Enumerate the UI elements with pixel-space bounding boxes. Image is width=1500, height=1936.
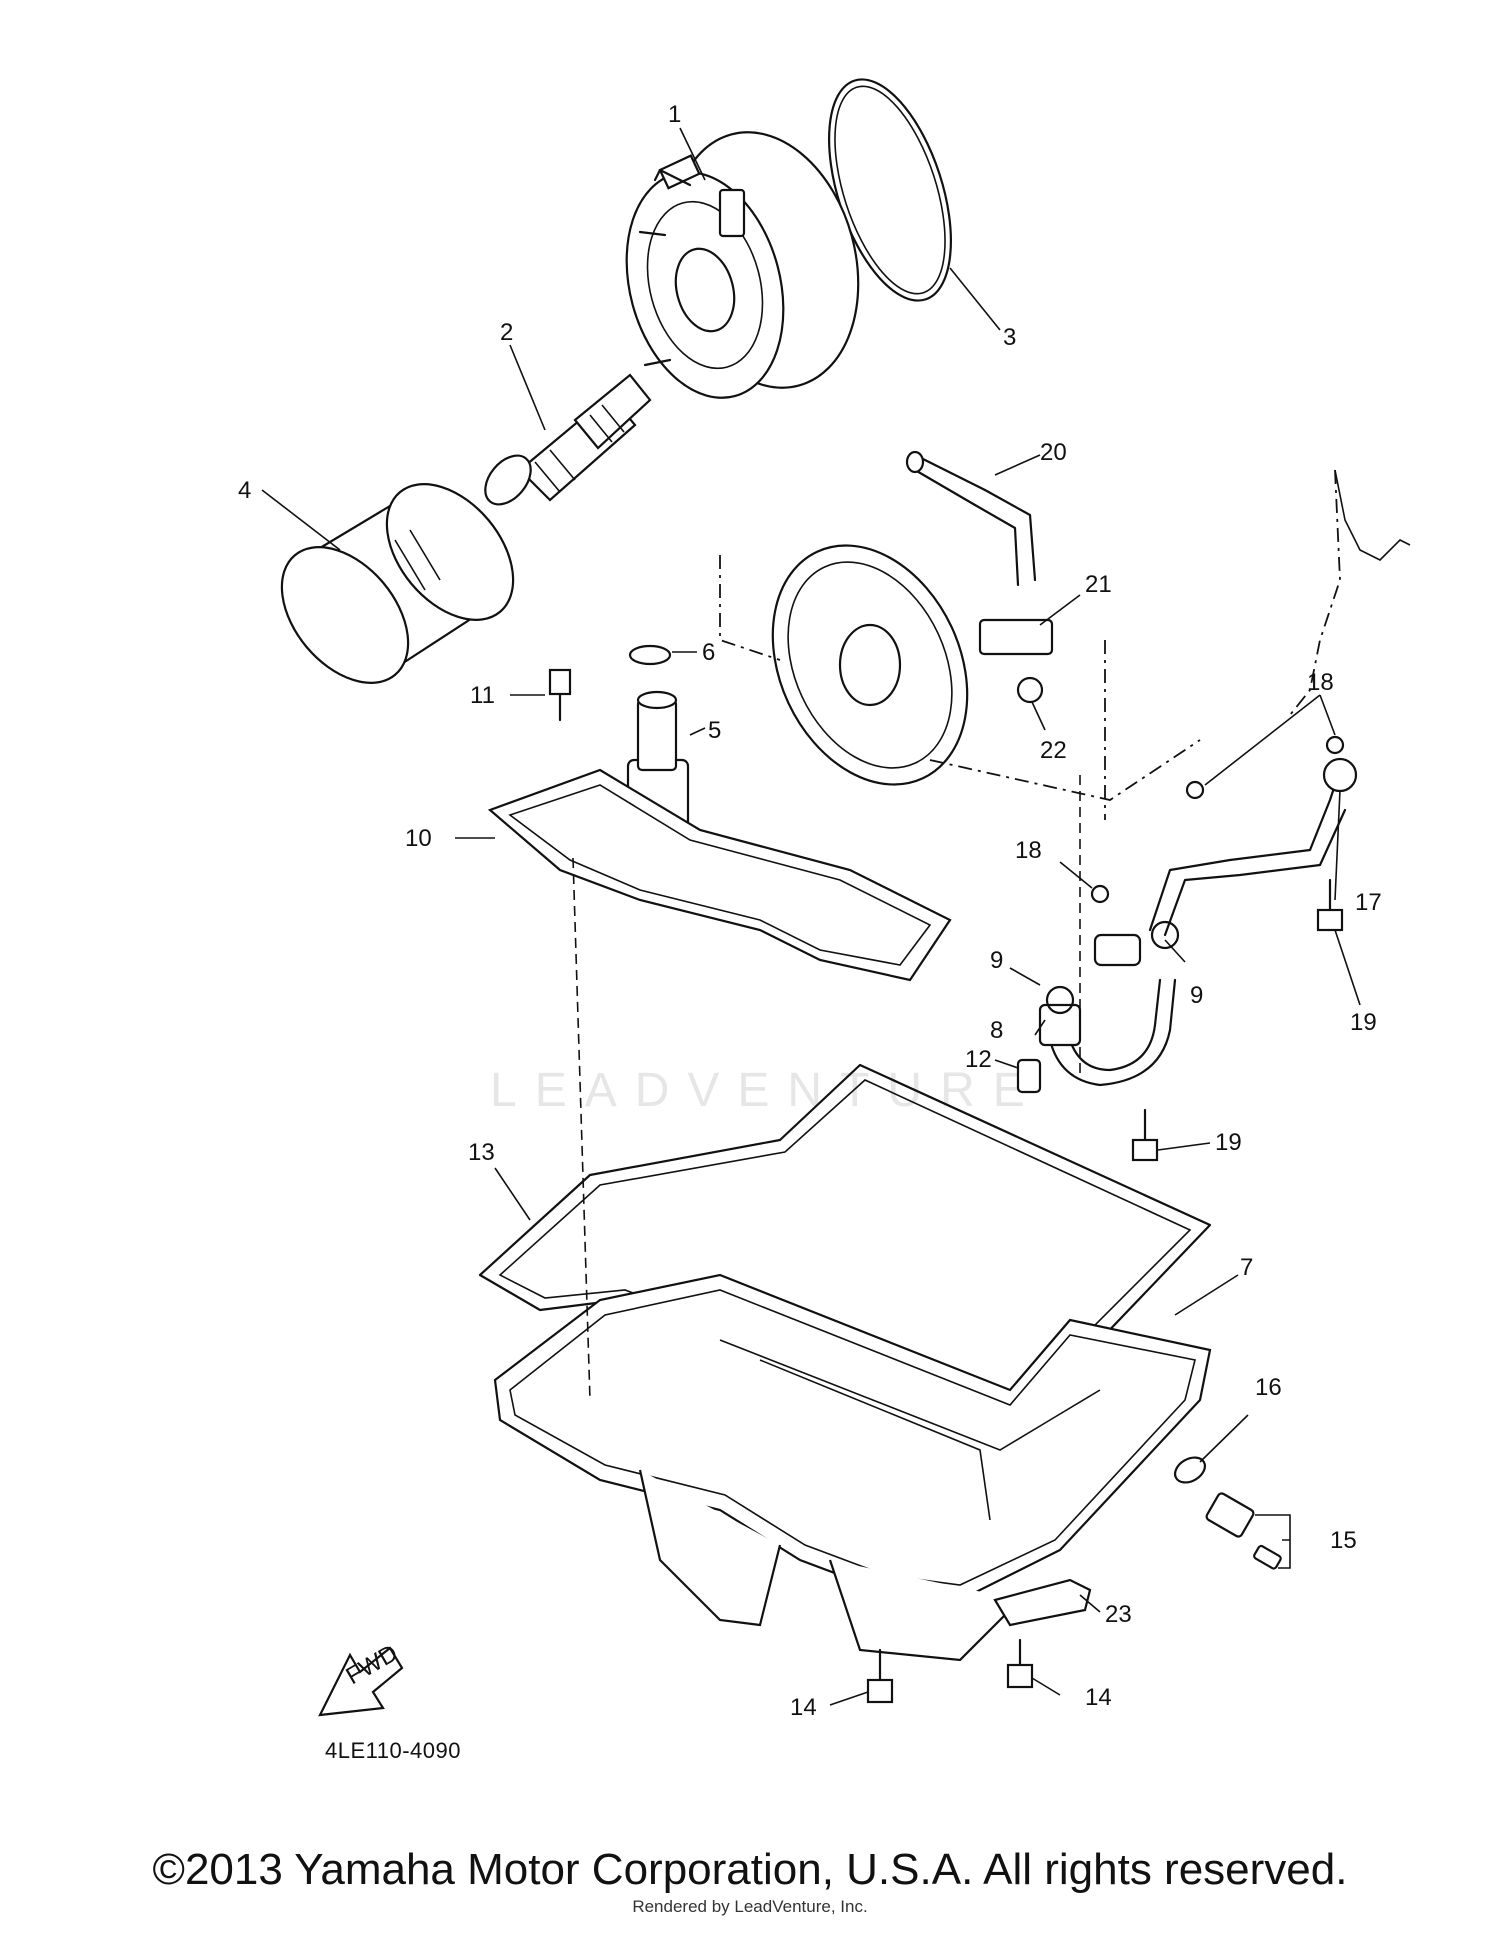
part-6-oring bbox=[628, 644, 672, 666]
part-9-oring bbox=[1045, 985, 1075, 1015]
callout-8: 8 bbox=[990, 1017, 1003, 1044]
reference-line bbox=[1289, 469, 1341, 716]
callout-2: 2 bbox=[500, 319, 513, 346]
copyright-notice: ©2013 Yamaha Motor Corporation, U.S.A. A… bbox=[152, 1845, 1348, 1894]
crankcase-cover bbox=[771, 544, 969, 786]
callout-10: 10 bbox=[405, 825, 432, 852]
callout-22: 22 bbox=[1040, 737, 1067, 764]
part-2-union-bolt bbox=[484, 373, 652, 506]
callout-23: 23 bbox=[1105, 1601, 1132, 1628]
callout-20: 20 bbox=[1040, 439, 1067, 466]
callout-17: 17 bbox=[1355, 889, 1382, 916]
part-14-bolt bbox=[866, 1648, 894, 1704]
leader-lines bbox=[261, 127, 1361, 1706]
part-14-bolt bbox=[1006, 1638, 1034, 1689]
callout-18b: 18 bbox=[1307, 669, 1334, 696]
rendered-by-notice: Rendered by LeadVenture, Inc. bbox=[632, 1897, 868, 1916]
callout-14b: 14 bbox=[1085, 1684, 1112, 1711]
callout-21: 21 bbox=[1085, 571, 1112, 598]
part-19-bolt bbox=[1316, 878, 1344, 932]
callout-7: 7 bbox=[1240, 1254, 1253, 1281]
reference-line bbox=[719, 555, 1201, 801]
part-7-oil-pan bbox=[493, 1273, 1212, 1662]
part-22-clip bbox=[1016, 676, 1044, 704]
callout-9: 9 bbox=[990, 947, 1003, 974]
part-4-oil-filter bbox=[280, 483, 515, 684]
callout-1: 1 bbox=[668, 101, 681, 128]
part-18-oring bbox=[1090, 884, 1110, 904]
part-9-oring bbox=[1150, 920, 1180, 950]
part-19-bolt bbox=[1131, 1108, 1159, 1162]
part-23-bracket bbox=[993, 1578, 1092, 1627]
diagram-code: 4LE110-4090 bbox=[325, 1738, 461, 1763]
callout-18: 18 bbox=[1015, 837, 1042, 864]
part-8-oil-pipe bbox=[1038, 933, 1177, 1087]
part-18-oring bbox=[1185, 780, 1205, 800]
part-20-hose bbox=[905, 450, 1037, 587]
callout-19b: 19 bbox=[1215, 1129, 1242, 1156]
callout-11: 11 bbox=[470, 682, 495, 709]
part-15-drain-bolt bbox=[1205, 1492, 1282, 1570]
callout-5: 5 bbox=[708, 717, 721, 744]
part-1-oil-cooler bbox=[625, 131, 860, 399]
callout-12: 12 bbox=[965, 1046, 992, 1073]
part-21-rubber bbox=[978, 618, 1054, 656]
fwd-arrow-icon: FWD bbox=[318, 1639, 404, 1717]
callout-4: 4 bbox=[238, 477, 251, 504]
part-11-bolt bbox=[548, 668, 572, 722]
callout-3: 3 bbox=[1003, 324, 1016, 351]
callout-13: 13 bbox=[468, 1139, 495, 1166]
callout-6: 6 bbox=[702, 639, 715, 666]
callout-15: 15 bbox=[1330, 1527, 1357, 1554]
crankcase-edge bbox=[1334, 469, 1411, 561]
callout-19: 19 bbox=[1350, 1009, 1377, 1036]
part-12-dowel bbox=[1016, 1058, 1042, 1094]
part-18-oring bbox=[1325, 735, 1345, 755]
callout-14: 14 bbox=[790, 1694, 817, 1721]
callout-9b: 9 bbox=[1190, 982, 1203, 1009]
part-16-gasket bbox=[1173, 1456, 1207, 1484]
part-17-oil-pipe bbox=[1148, 757, 1358, 937]
callout-16: 16 bbox=[1255, 1374, 1282, 1401]
part-10-plate bbox=[487, 768, 952, 982]
